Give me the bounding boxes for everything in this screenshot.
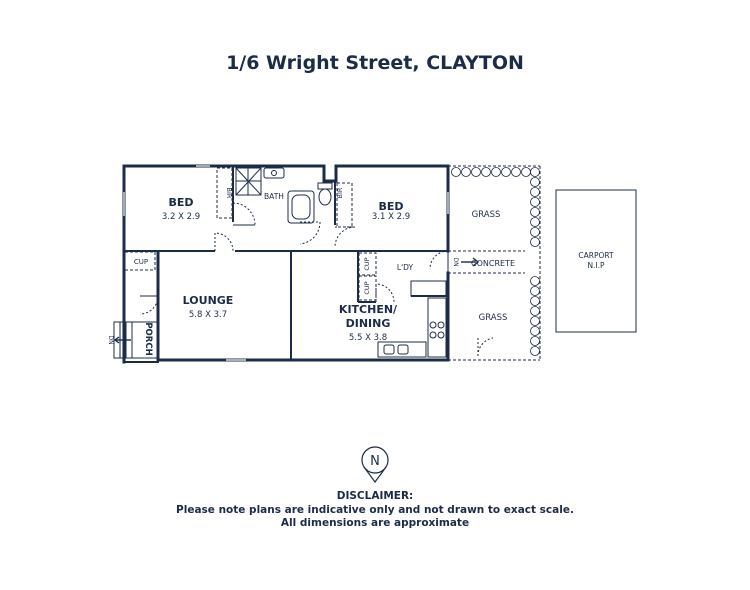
room-dims-bed1: 3.2 X 2.9 <box>162 212 200 222</box>
label-laundry: L'DY <box>397 263 414 272</box>
label-bir-2: BIR <box>336 187 344 198</box>
kitchen-benches <box>377 280 447 358</box>
disclaimer-line-2: All dimensions are approximate <box>280 517 470 529</box>
label-carport-2: N.I.P <box>587 261 605 270</box>
page-title: 1/6 Wright Street, CLAYTON <box>226 52 524 74</box>
label-cup-lounge: CUP <box>134 258 148 266</box>
label-dn-laundry: DN <box>452 257 459 266</box>
disclaimer-line-1: Please note plans are indicative only an… <box>176 503 574 516</box>
label-cup-kitchen-2: CUP <box>363 281 371 294</box>
hedge-shrubs <box>451 167 540 356</box>
room-name-kitchen-1: KITCHEN/ <box>339 303 398 316</box>
disclaimer-heading: DISCLAIMER: <box>336 490 414 502</box>
room-dims-lounge: 5.8 X 3.7 <box>189 310 227 320</box>
label-porch: PORCH <box>143 322 153 355</box>
windows <box>123 165 449 361</box>
disclaimer: DISCLAIMER: Please note plans are indica… <box>0 490 750 531</box>
north-letter: N <box>370 454 380 469</box>
room-name-bed1: BED <box>168 196 193 209</box>
carport-outline <box>555 189 637 333</box>
porch <box>113 321 159 359</box>
label-dn-porch: DN <box>107 335 114 344</box>
label-grass-bottom: GRASS <box>479 313 508 323</box>
yard-fence <box>448 165 541 361</box>
label-bath: BATH <box>264 192 284 201</box>
label-grass-top: GRASS <box>472 210 501 220</box>
north-arrow-icon: N <box>361 446 389 484</box>
bath-fixtures <box>235 167 333 224</box>
room-dims-bed2: 3.1 X 2.9 <box>372 212 410 222</box>
exterior-walls <box>122 164 450 364</box>
label-carport-1: CARPORT <box>578 251 614 260</box>
room-name-lounge: LOUNGE <box>183 294 234 307</box>
doors <box>139 202 494 358</box>
room-name-kitchen-2: DINING <box>346 317 391 330</box>
laundry-step-arrow <box>461 257 480 267</box>
label-concrete: CONCRETE <box>471 259 515 268</box>
label-cup-kitchen-1: CUP <box>363 257 371 270</box>
label-bir-1: BIR <box>225 188 233 199</box>
built-in-robes <box>124 167 377 301</box>
room-name-bed2: BED <box>378 200 403 213</box>
room-dims-kitchen: 5.5 X 3.8 <box>349 333 387 343</box>
